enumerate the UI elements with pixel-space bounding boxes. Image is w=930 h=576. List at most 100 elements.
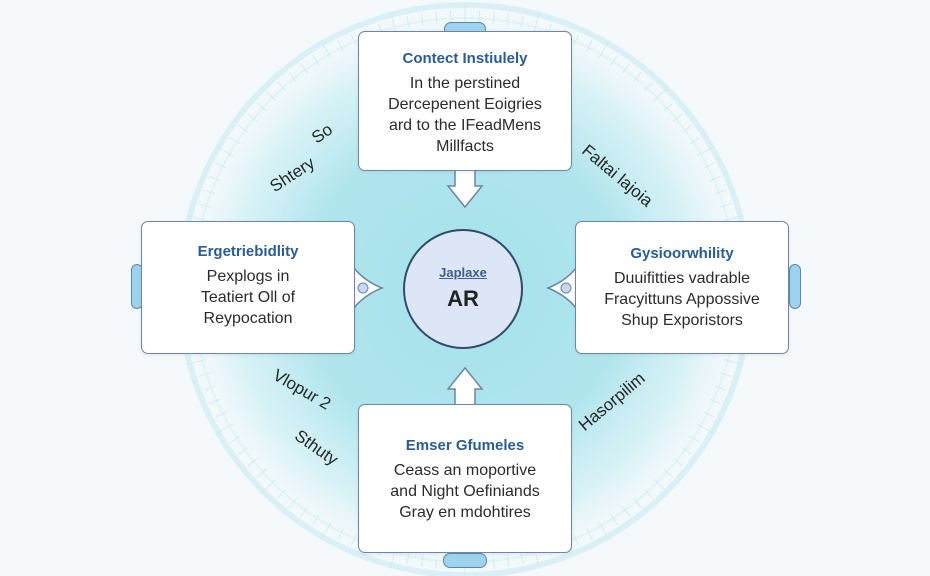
card-bottom-line: Ceass an moportive [393, 462, 537, 479]
hub-subtitle: Japlaxe [439, 265, 487, 280]
ring-tick [533, 11, 541, 32]
card-bottom[interactable]: Emser Gfumeles Ceass an moportive and Ni… [358, 404, 572, 553]
ring-tick [643, 81, 653, 92]
ring-tick [696, 423, 715, 435]
ring-tick [260, 479, 276, 495]
ring-tick [586, 528, 593, 540]
ring-tick [420, 13, 424, 26]
ring-tick [643, 488, 653, 499]
ring-tick [492, 11, 495, 24]
ring-tick [610, 54, 618, 66]
card-left[interactable]: Ergetriebidlity Pexplogs in Teatiert Oll… [141, 221, 355, 354]
ring-tick [715, 385, 727, 391]
ring-tick [350, 534, 357, 546]
card-left-line: Pexplogs in [206, 268, 290, 285]
card-bottom-title: Emser Gfumeles [405, 437, 525, 454]
card-bottom-line: and Night Oefiniands [390, 483, 540, 500]
ring-tick [435, 556, 438, 569]
connector-right-notch-icon [545, 265, 577, 311]
ring-tick [215, 411, 227, 418]
hub-title: AR [447, 286, 479, 311]
ring-tick [238, 125, 249, 133]
ring-tick [256, 102, 267, 112]
ring-tick [300, 506, 308, 517]
ring-tick [320, 40, 332, 59]
ring-tick [703, 411, 715, 418]
ring-tick [709, 175, 721, 182]
ring-tick [260, 85, 276, 101]
card-right[interactable]: Gysioorwhility Duuifitties vadrable Frac… [575, 221, 789, 354]
ring-tick [672, 458, 683, 467]
ring-tick [203, 189, 215, 195]
ring-tick [406, 552, 410, 564]
ring-tick [186, 358, 207, 366]
ring-tick [406, 16, 410, 28]
ring-tick [696, 145, 715, 157]
card-top-line: Dercepenent Eoigries [388, 96, 542, 113]
card-top-title: Contect Instiulely [402, 50, 528, 67]
ring-tick [709, 398, 721, 405]
ring-tick [689, 435, 701, 443]
ring-tick [320, 521, 332, 540]
ring-tick [689, 137, 701, 145]
ring-tick [573, 34, 580, 46]
card-top-line: ard to the IFeadMens [388, 117, 542, 134]
ring-tick [719, 372, 732, 378]
ring-tick [663, 102, 674, 112]
ring-tick [215, 162, 227, 169]
ring-tick [681, 447, 692, 455]
ring-tick [520, 16, 524, 28]
ring-tick [715, 189, 727, 195]
ring-tick [654, 85, 670, 101]
central-hub[interactable]: Japlaxe AR [403, 229, 523, 349]
ring-tick [703, 162, 715, 169]
ring-tick [312, 54, 320, 66]
ring-tick [506, 554, 510, 567]
ring-tick [449, 10, 452, 23]
ring-tick [337, 40, 344, 52]
card-left-line: Reypocation [203, 310, 293, 327]
ring-tick [719, 202, 732, 208]
ring-tick [723, 358, 744, 366]
ring-tick [238, 447, 249, 455]
ring-tick [420, 554, 424, 567]
ring-tick [198, 202, 211, 208]
connector-left-notch-icon [353, 265, 385, 311]
card-right-handle[interactable] [789, 264, 801, 309]
card-right-line: Shup Exporistors [621, 312, 743, 329]
ring-tick [598, 40, 610, 59]
ring-tick [622, 63, 630, 74]
ring-tick [520, 552, 524, 564]
ring-tick [209, 175, 221, 182]
card-left-title: Ergetriebidlity [197, 243, 299, 260]
ring-tick [209, 398, 221, 405]
ring-tick [203, 385, 215, 391]
ring-tick [277, 81, 287, 92]
ring-tick [389, 11, 397, 32]
card-bottom-handle[interactable] [443, 553, 487, 568]
ring-tick [506, 13, 510, 26]
ring-tick [350, 34, 357, 46]
ring-tick [288, 72, 297, 83]
ring-tick [277, 488, 287, 499]
ring-tick [288, 497, 297, 508]
card-top-line: In the perstined [409, 75, 521, 92]
card-top[interactable]: Contect Instiulely In the perstined Derc… [358, 31, 572, 171]
ring-tick [186, 214, 207, 222]
ring-tick [312, 514, 320, 526]
ring-tick [215, 423, 234, 435]
ring-tick [435, 11, 438, 24]
ring-tick [622, 506, 630, 517]
ring-tick [586, 40, 593, 52]
ring-tick [300, 63, 308, 74]
card-right-line: Duuifitties vadrable [613, 270, 751, 287]
ring-tick [598, 521, 610, 540]
ring-tick [478, 10, 481, 23]
arrow-top-down-icon [446, 169, 484, 209]
arrow-bottom-up-icon [446, 366, 484, 406]
ring-tick [610, 514, 618, 526]
ring-tick [723, 214, 744, 222]
ring-tick [672, 113, 683, 122]
card-right-title: Gysioorwhility [630, 245, 734, 262]
